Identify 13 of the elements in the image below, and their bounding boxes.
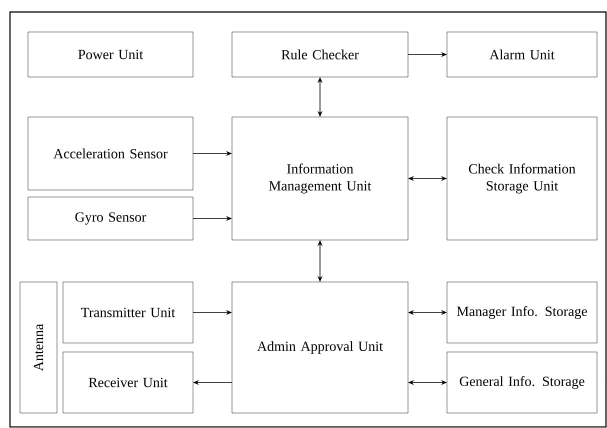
unit-box: Gyro Sensor [28,196,194,240]
unit-box: Manager Info. Storage [446,282,598,344]
unit-box: Admin Approval Unit [232,282,408,414]
unit-box: Power Unit [28,32,194,78]
unit-box: Alarm Unit [446,32,598,78]
unit-box: Check Information Storage Unit [446,116,598,240]
unit-box: General Info. Storage [446,352,598,414]
unit-box: Acceleration Sensor [28,116,194,190]
unit-box: Information Management Unit [232,116,408,240]
unit-box: Rule Checker [232,32,408,78]
antenna-box: Antenna [20,282,58,414]
unit-box: Transmitter Unit [62,282,194,344]
unit-box: Receiver Unit [62,352,194,414]
